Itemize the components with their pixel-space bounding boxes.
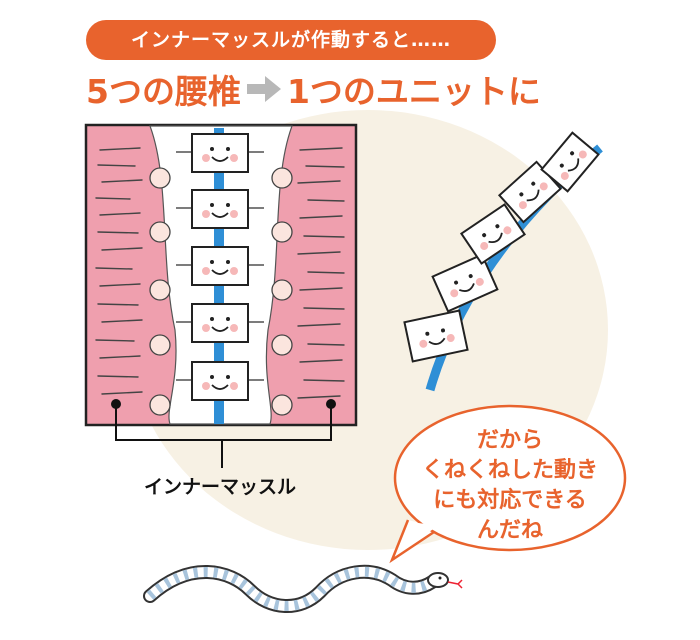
right-arrow-icon — [246, 76, 281, 102]
speech-bubble — [389, 404, 627, 564]
snake — [143, 564, 463, 613]
headline-left: 5つの腰椎 — [86, 72, 241, 111]
headline: 5つの腰椎 1つのユニットに — [86, 66, 541, 112]
speech-line-2: くねくねした動き — [421, 458, 598, 483]
speech-bubble-text: だから くねくねした動き にも対応できる んだね — [410, 426, 610, 546]
speech-line-4: んだね — [476, 518, 543, 543]
speech-line-3: にも対応できる — [433, 488, 587, 513]
headline-right: 1つのユニットに — [286, 72, 541, 111]
muscle-panel — [84, 123, 358, 427]
inner-muscle-label: インナーマッスル — [143, 476, 296, 498]
speech-line-1: だから — [476, 428, 543, 453]
label-bracket — [111, 399, 336, 468]
header-tag: インナーマッスルが作動すると…… — [86, 20, 496, 60]
curved-spine-unit — [403, 131, 603, 392]
